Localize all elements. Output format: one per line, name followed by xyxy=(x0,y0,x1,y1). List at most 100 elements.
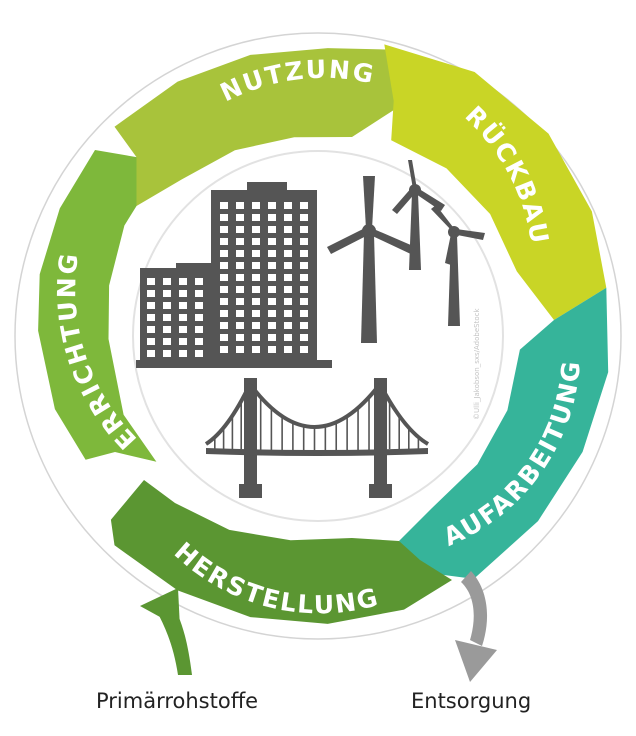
window xyxy=(220,226,228,233)
window xyxy=(236,238,244,245)
window xyxy=(195,338,203,345)
window xyxy=(300,238,308,245)
window xyxy=(284,262,292,269)
window xyxy=(300,346,308,353)
window xyxy=(195,302,203,309)
window xyxy=(195,290,203,297)
window xyxy=(268,322,276,329)
window xyxy=(195,278,203,285)
segment-herstellung xyxy=(110,480,453,624)
window xyxy=(284,334,292,341)
window xyxy=(147,290,155,297)
window xyxy=(179,302,187,309)
window xyxy=(300,250,308,257)
window xyxy=(300,310,308,317)
window xyxy=(220,250,228,257)
window xyxy=(284,286,292,293)
window xyxy=(236,262,244,269)
window xyxy=(252,238,260,245)
window xyxy=(236,286,244,293)
window xyxy=(236,310,244,317)
window xyxy=(147,314,155,321)
window xyxy=(268,214,276,221)
window xyxy=(284,226,292,233)
window xyxy=(220,334,228,341)
window xyxy=(147,326,155,333)
window xyxy=(220,286,228,293)
window xyxy=(236,250,244,257)
window xyxy=(220,262,228,269)
window xyxy=(252,298,260,305)
window xyxy=(268,202,276,209)
window xyxy=(252,202,260,209)
window xyxy=(268,286,276,293)
window xyxy=(179,350,187,357)
window xyxy=(220,298,228,305)
window xyxy=(252,286,260,293)
window xyxy=(147,338,155,345)
window xyxy=(163,350,171,357)
window xyxy=(179,338,187,345)
window xyxy=(163,326,171,333)
window xyxy=(220,274,228,281)
window xyxy=(300,298,308,305)
window xyxy=(163,290,171,297)
office-buildings-icon xyxy=(136,182,332,368)
window xyxy=(147,278,155,285)
window xyxy=(163,338,171,345)
segment-rueckbau xyxy=(384,44,607,321)
window xyxy=(300,286,308,293)
window xyxy=(284,322,292,329)
disposal-label: Entsorgung xyxy=(411,689,532,713)
window xyxy=(300,226,308,233)
window xyxy=(220,346,228,353)
window xyxy=(236,334,244,341)
window xyxy=(195,326,203,333)
window xyxy=(236,214,244,221)
window xyxy=(284,310,292,317)
window xyxy=(300,202,308,209)
window xyxy=(284,214,292,221)
window xyxy=(252,334,260,341)
window xyxy=(300,322,308,329)
window xyxy=(236,274,244,281)
window xyxy=(236,298,244,305)
window xyxy=(268,238,276,245)
window xyxy=(268,334,276,341)
primary-materials-arrow-icon xyxy=(140,588,192,675)
window xyxy=(252,322,260,329)
window xyxy=(163,314,171,321)
image-credit: ©Ulli_Jakobson_sxs/AdobeStock xyxy=(473,308,481,420)
window xyxy=(220,202,228,209)
window xyxy=(252,346,260,353)
primary-materials-label: Primärrohstoffe xyxy=(96,689,259,713)
window xyxy=(252,214,260,221)
window xyxy=(220,214,228,221)
window xyxy=(252,274,260,281)
window xyxy=(268,250,276,257)
window xyxy=(236,322,244,329)
window xyxy=(268,226,276,233)
window xyxy=(220,310,228,317)
window xyxy=(284,250,292,257)
suspension-bridge-icon xyxy=(204,378,430,498)
window xyxy=(179,314,187,321)
window xyxy=(284,238,292,245)
segment-aufarbeitung xyxy=(399,287,609,579)
window xyxy=(252,310,260,317)
window xyxy=(252,262,260,269)
window xyxy=(147,302,155,309)
segment-nutzung xyxy=(114,48,396,206)
window xyxy=(252,250,260,257)
window xyxy=(252,226,260,233)
window xyxy=(179,278,187,285)
window xyxy=(268,298,276,305)
window xyxy=(220,322,228,329)
window xyxy=(300,214,308,221)
window xyxy=(268,274,276,281)
window xyxy=(195,314,203,321)
window xyxy=(300,274,308,281)
window xyxy=(179,326,187,333)
window xyxy=(220,238,228,245)
